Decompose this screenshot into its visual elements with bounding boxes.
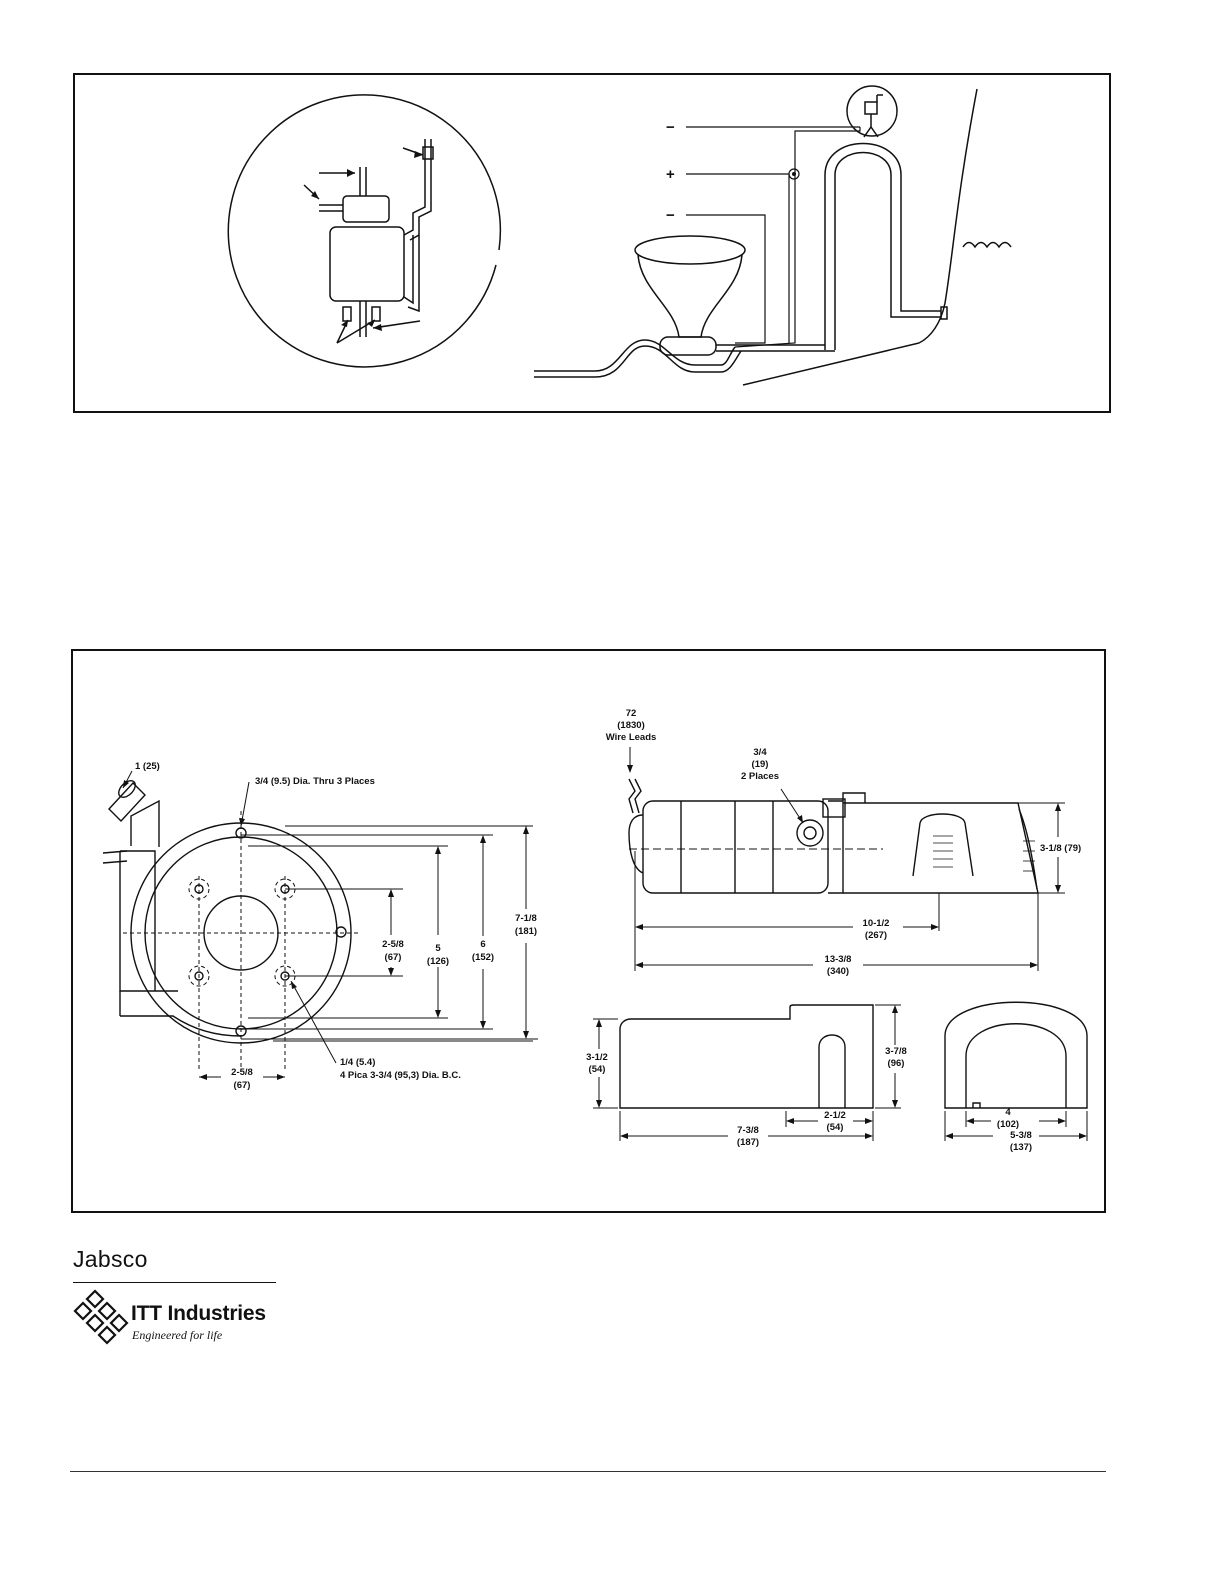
- hull-outline: [918, 88, 978, 344]
- base-length-value: 7-3/8: [737, 1125, 759, 1136]
- wire-leads-value: 72: [626, 708, 637, 719]
- length-short-metric: (267): [865, 930, 887, 941]
- height-7-value: 7-1/8: [515, 913, 537, 924]
- pump-housing: [843, 802, 1039, 894]
- vent-loop-hose: [824, 142, 941, 350]
- base-right-height-value: 3-7/8: [885, 1046, 907, 1057]
- port-value: 3/4: [753, 747, 767, 758]
- inner-width-metric: (102): [997, 1119, 1019, 1130]
- inner-spacing-metric: (67): [385, 952, 402, 963]
- base-left-height-metric: (54): [589, 1064, 606, 1075]
- mounting-holes-label: 3/4 (9.5) Dia. Thru 3 Places: [255, 776, 375, 787]
- bolt-circle-line1: 1/4 (5.4): [340, 1057, 375, 1068]
- height-5-metric: (126): [427, 956, 449, 967]
- inner-width-value: 4: [1005, 1107, 1011, 1118]
- terminal-neg-bottom: −: [666, 207, 675, 224]
- bottom-spacing-metric: (67): [234, 1080, 251, 1091]
- vent-valve-circle: [846, 85, 898, 137]
- solenoid-valve-body: [329, 226, 405, 302]
- hose-size-label: 1 (25): [135, 761, 160, 772]
- outer-width-metric: (137): [1010, 1142, 1032, 1153]
- base-right-height-metric: (96): [888, 1058, 905, 1069]
- dimension-drawing-frame: 1 (25) 3/4 (9.5) Dia. Thru 3 Places 2-5/…: [71, 649, 1106, 1213]
- length-total-metric: (340): [827, 966, 849, 977]
- mounting-bracket: [403, 139, 432, 241]
- height-6-value: 6: [480, 939, 485, 950]
- company-name: ITT Industries: [131, 1302, 266, 1325]
- junction: [788, 168, 800, 180]
- solenoid-valve-head: [342, 195, 390, 223]
- base-end-view: [944, 1001, 1088, 1109]
- length-short-value: 10-1/2: [863, 918, 890, 929]
- toilet-bowl: [637, 254, 743, 338]
- height-5-value: 5: [435, 943, 441, 954]
- height-6-metric: (152): [472, 952, 494, 963]
- hose-barb: [108, 781, 146, 823]
- wiring-diagram: − + −: [227, 85, 1012, 386]
- dimension-drawing: 1 (25) 3/4 (9.5) Dia. Thru 3 Places 2-5/…: [102, 708, 1088, 1153]
- motor-side-view: [628, 778, 1039, 894]
- toilet-bowl-rim: [634, 235, 746, 265]
- base-slot: [818, 1034, 846, 1108]
- base-end-outline: [944, 1001, 1088, 1109]
- base-side-outline: [619, 1004, 874, 1109]
- port-label: 2 Places: [741, 771, 779, 782]
- wire-neg-bottom: [686, 214, 766, 344]
- terminal-neg-top: −: [666, 119, 675, 136]
- port-fitting: [796, 819, 824, 847]
- bolt-circle-line2: 4 Pica 3-3/4 (95,3) Dia. B.C.: [340, 1070, 461, 1081]
- base-length-metric: (187): [737, 1137, 759, 1148]
- base-left-height-value: 3-1/2: [586, 1052, 608, 1063]
- pump-end-view: [102, 780, 352, 1044]
- brand-name: Jabsco: [73, 1246, 148, 1272]
- bottom-spacing-value: 2-5/8: [231, 1067, 253, 1078]
- waterline: [962, 241, 1012, 249]
- brand-divider: [73, 1282, 276, 1283]
- motor-height-label: 3-1/8 (79): [1040, 843, 1081, 854]
- port-metric: (19): [752, 759, 769, 770]
- inner-spacing-value: 2-5/8: [382, 939, 404, 950]
- terminal-pos: +: [666, 166, 675, 183]
- length-total-value: 13-3/8: [825, 954, 852, 965]
- slot-width-metric: (54): [827, 1122, 844, 1133]
- wire-leads-metric: (1830): [617, 720, 644, 731]
- slot-width-value: 2-1/2: [824, 1110, 846, 1121]
- discharge-hose: [534, 339, 736, 372]
- detail-circle: [227, 94, 502, 368]
- footer-divider: [70, 1471, 1106, 1472]
- company-tagline: Engineered for life: [132, 1328, 223, 1342]
- itt-logo-icon: [73, 1289, 129, 1345]
- wiring-diagram-frame: − + −: [73, 73, 1111, 413]
- height-7-metric: (181): [515, 926, 537, 937]
- outer-width-value: 5-3/8: [1010, 1130, 1032, 1141]
- base-side-view: [619, 1004, 874, 1109]
- wire-leads-label: Wire Leads: [606, 732, 657, 743]
